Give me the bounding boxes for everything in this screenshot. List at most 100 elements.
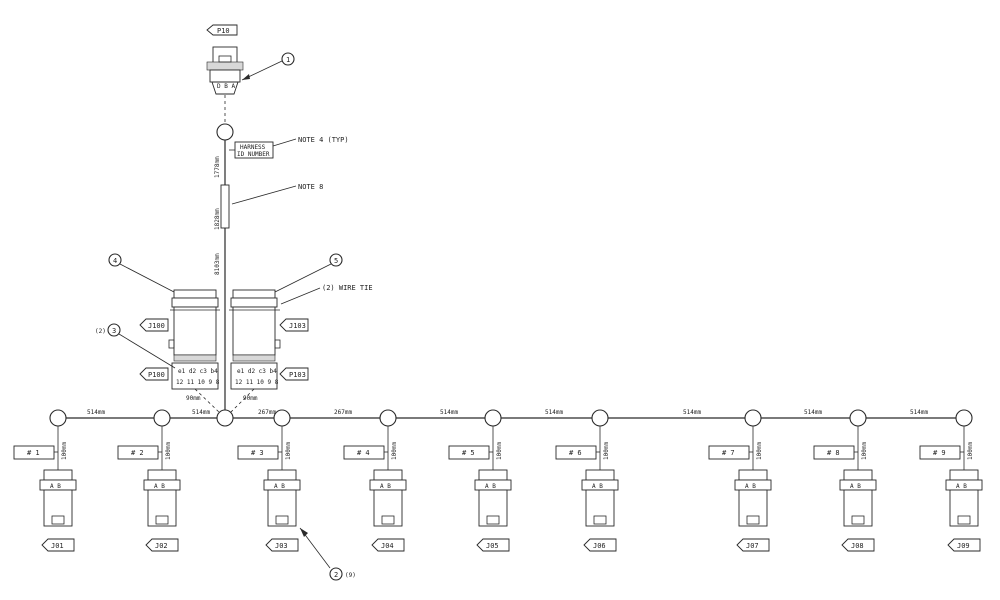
svg-text:12 11 10 9 8: 12 11 10 9 8 [176, 379, 220, 386]
branch-label: # 1 [27, 449, 40, 457]
branch-7: 100mm # 7 A B J07 [708, 409, 772, 552]
branch-connector-tag [265, 538, 299, 552]
bus-node [591, 409, 609, 427]
bus-node [484, 409, 502, 427]
note-8-sleeve [220, 184, 230, 229]
branch-connector-body [843, 489, 873, 527]
branch-label-box [919, 445, 961, 460]
branch-label-box [708, 445, 750, 460]
trunk-node-top [216, 123, 234, 141]
branch-label: # 8 [827, 449, 840, 457]
svg-text:P103: P103 [289, 371, 306, 379]
branch-connector-name: J05 [486, 542, 499, 550]
svg-text:12 11 10 9 8: 12 11 10 9 8 [235, 379, 279, 386]
svg-text:HARNESS: HARNESS [240, 144, 266, 151]
j100-connector [168, 289, 220, 362]
branch-label-box [813, 445, 855, 460]
p100-connector: e1 d2 c3 b4 12 11 10 9 8 [171, 362, 220, 390]
bus-seg-label: 267mm [334, 409, 352, 416]
branch-connector-latch [155, 515, 169, 525]
drop-right-len: 90mm [243, 395, 258, 402]
branch-connector-body [43, 489, 73, 527]
trunk-seg-2: 1828mm [214, 208, 221, 230]
balloon-3: (2) 3 [95, 323, 176, 369]
note-4-callout: NOTE 4 (TYP) [272, 136, 349, 147]
branch-drop-len: 100mm [61, 442, 68, 460]
branch-connector-tag [145, 538, 179, 552]
branch-pins: A B [745, 483, 756, 490]
branch-connector-tag [583, 538, 617, 552]
j103-connector [229, 289, 281, 362]
p103-connector: e1 d2 c3 b4 12 11 10 9 8 [230, 362, 279, 390]
drop-left-len: 90mm [186, 395, 201, 402]
bus-node [379, 409, 397, 427]
branch-drop-len: 100mm [756, 442, 763, 460]
branch-connector-body [738, 489, 768, 527]
branch-connector-cap [147, 469, 177, 481]
balloon-4: 4 [108, 253, 175, 293]
branch-label: # 4 [357, 449, 370, 457]
branch-pins: A B [850, 483, 861, 490]
harness-id-box: HARNESS ID NUMBER [229, 141, 274, 159]
branch-pins: A B [50, 483, 61, 490]
branch-drop-len: 100mm [861, 442, 868, 460]
branch-connector-cap [949, 469, 979, 481]
branch-connector-cap [843, 469, 873, 481]
branch-label-box [13, 445, 55, 460]
branch-label: # 6 [569, 449, 582, 457]
branch-drop-len: 100mm [285, 442, 292, 460]
branch-connector-latch [486, 515, 500, 525]
branch-connector-cap [478, 469, 508, 481]
p10-tag: P10 [206, 24, 238, 36]
bus-seg-label: 514mm [910, 409, 928, 416]
branch-label: # 3 [251, 449, 264, 457]
branch-pins: A B [592, 483, 603, 490]
bus-node [273, 409, 291, 427]
p100-tag: P100 [139, 367, 169, 381]
branch-label-box [343, 445, 385, 460]
branch-pins: A B [154, 483, 165, 490]
trunk-seg-3: 8103mm [214, 253, 221, 275]
branch-pins: A B [956, 483, 967, 490]
branch-drop-len: 100mm [496, 442, 503, 460]
branch-8: 100mm # 8 A B J08 [813, 409, 877, 552]
bus-seg-label: 514mm [87, 409, 105, 416]
note-4-text: NOTE 4 (TYP) [298, 136, 349, 144]
branch-connector-name: J06 [593, 542, 606, 550]
branch-connector-latch [957, 515, 971, 525]
p103-tag: P103 [279, 367, 309, 381]
branch-connector-cap [43, 469, 73, 481]
svg-text:e1 d2 c3 b4: e1 d2 c3 b4 [178, 368, 218, 375]
bus-node-center [216, 409, 234, 427]
svg-text:(2) WIRE TIE: (2) WIRE TIE [322, 284, 373, 292]
branch-connector-name: J09 [957, 542, 970, 550]
branch-connector-tag [371, 538, 405, 552]
bus-node [153, 409, 171, 427]
note-8-text: NOTE 8 [298, 183, 323, 191]
bus-seg-label: 514mm [440, 409, 458, 416]
p10-pins: D B A [217, 83, 235, 90]
branch-drop-len: 100mm [603, 442, 610, 460]
branch-connector-tag [476, 538, 510, 552]
branch-label-box [117, 445, 159, 460]
branch-6: 100mm # 6 A B J06 [555, 409, 619, 552]
branch-connector-name: J07 [746, 542, 759, 550]
branch-connector-body [373, 489, 403, 527]
branch-connector-latch [851, 515, 865, 525]
svg-text:(9): (9) [345, 572, 356, 579]
branch-connector-body [585, 489, 615, 527]
branch-connector-name: J08 [851, 542, 864, 550]
balloon-5: 5 [274, 253, 343, 293]
branch-drop-len: 100mm [967, 442, 974, 460]
branch-label: # 7 [722, 449, 735, 457]
branch-connector-cap [585, 469, 615, 481]
bus-seg-label: 514mm [804, 409, 822, 416]
branch-label-box [555, 445, 597, 460]
